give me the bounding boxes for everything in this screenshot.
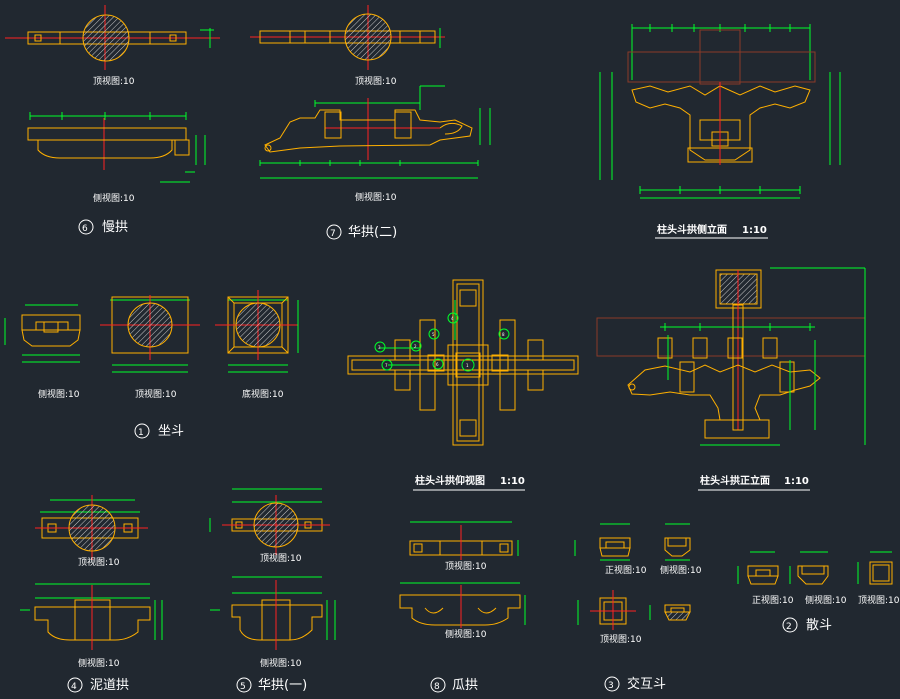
plan-bubble-6 bbox=[432, 358, 444, 370]
nidaogong-side-label: 侧视图:10 bbox=[78, 657, 120, 669]
zuodou-number: 1 bbox=[138, 428, 144, 438]
jiaohudou-views bbox=[574, 523, 691, 630]
guagong-side-view bbox=[399, 582, 526, 628]
plan-bubble-4 bbox=[447, 312, 459, 324]
plan-bubble-labels: 1 2 3 4 5 6 7 8 bbox=[378, 316, 505, 368]
jiaohudou-front-label: 正视图:10 bbox=[605, 564, 647, 576]
jiaohudou-side-label: 侧视图:10 bbox=[660, 564, 702, 576]
zuodou-side-label: 侧视图:10 bbox=[38, 388, 80, 400]
nidaogong-title: 4 泥道拱 bbox=[67, 677, 129, 693]
side-elevation-title: 柱头斗拱侧立面 1:10 bbox=[655, 223, 768, 239]
guagong-side-label: 侧视图:10 bbox=[445, 628, 487, 640]
jiaohudou-top-label: 顶视图:10 bbox=[600, 633, 642, 645]
jiaohudou-title: 3 交互斗 bbox=[604, 676, 666, 692]
sandou-views bbox=[737, 551, 893, 585]
plan-bubble-5 bbox=[428, 328, 440, 340]
sandou-number: 2 bbox=[786, 622, 792, 632]
plan-bubble-5-label: 5 bbox=[432, 332, 435, 337]
manggong-top-label: 顶视图:10 bbox=[93, 75, 135, 87]
jiaohudou-title-text: 交互斗 bbox=[627, 676, 666, 692]
guagong-top-label: 顶视图:10 bbox=[445, 560, 487, 572]
plan-bubble-7 bbox=[381, 359, 393, 371]
guagong-title-text: 瓜拱 bbox=[452, 678, 478, 693]
plan-bubble-2-label: 2 bbox=[414, 344, 417, 349]
plan-bubble-1-label: 1 bbox=[466, 363, 469, 368]
plan-title: 柱头斗拱仰视图 1:10 bbox=[413, 474, 525, 491]
zuodou-side-view bbox=[4, 304, 81, 363]
plan-bubble-8-label: 8 bbox=[502, 332, 505, 337]
zuodou-top-label: 顶视图:10 bbox=[135, 388, 177, 400]
jiaohudou-number: 3 bbox=[608, 681, 614, 691]
sandou-front-label: 正视图:10 bbox=[752, 594, 794, 606]
huagong1-number: 5 bbox=[240, 682, 246, 692]
plan-title-text: 柱头斗拱仰视图 bbox=[415, 474, 485, 487]
huagong2-side-label: 侧视图:10 bbox=[355, 191, 397, 203]
manggong-title: 6 慢拱 bbox=[78, 219, 128, 235]
huagong1-title: 5 华拱(一) bbox=[236, 677, 307, 693]
front-elevation-title: 柱头斗拱正立面 1:10 bbox=[698, 474, 810, 491]
nidaogong-side-view bbox=[20, 583, 163, 650]
huagong1-top-view bbox=[209, 488, 330, 555]
plan-bubbles bbox=[374, 312, 510, 372]
guagong-title: 8 瓜拱 bbox=[430, 677, 478, 693]
plan-scale: 1:10 bbox=[500, 476, 525, 487]
zuodou-bottom-label: 底视图:10 bbox=[242, 388, 284, 400]
plan-view bbox=[347, 279, 579, 446]
sandou-title: 2 散斗 bbox=[782, 617, 832, 633]
manggong-title-text: 慢拱 bbox=[102, 219, 128, 235]
huagong1-top-label: 顶视图:10 bbox=[260, 552, 302, 564]
manggong-side-view bbox=[27, 112, 206, 183]
nidaogong-title-text: 泥道拱 bbox=[90, 678, 129, 693]
guagong-number: 8 bbox=[434, 682, 440, 692]
nidaogong-top-label: 顶视图:10 bbox=[78, 556, 120, 568]
side-elevation-title-text: 柱头斗拱侧立面 bbox=[657, 223, 727, 236]
sandou-side-label: 侧视图:10 bbox=[805, 594, 847, 606]
guagong-top-view bbox=[409, 521, 519, 560]
side-elevation bbox=[599, 24, 841, 199]
nidaogong-top-view bbox=[35, 495, 148, 560]
plan-bubble-3-label: 3 bbox=[378, 345, 381, 350]
plan-bubble-7-label: 7 bbox=[385, 363, 388, 368]
plan-bubble-4-label: 4 bbox=[451, 316, 454, 321]
zuodou-title-text: 坐斗 bbox=[158, 424, 184, 439]
sandou-title-text: 散斗 bbox=[806, 618, 832, 633]
zuodou-bottom-view bbox=[215, 290, 299, 373]
huagong2-side-view bbox=[259, 85, 491, 179]
huagong2-top-label: 顶视图:10 bbox=[355, 75, 397, 87]
plan-bubble-1 bbox=[461, 358, 475, 372]
huagong1-side-view bbox=[210, 576, 336, 650]
huagong1-title-text: 华拱(一) bbox=[258, 678, 307, 693]
plan-bubble-2 bbox=[410, 340, 422, 352]
side-elevation-scale: 1:10 bbox=[742, 225, 767, 236]
manggong-top-view bbox=[5, 5, 220, 70]
front-elevation bbox=[596, 267, 866, 446]
plan-bubble-6-label: 6 bbox=[436, 362, 439, 367]
plan-bubble-3 bbox=[374, 341, 386, 353]
nidaogong-number: 4 bbox=[71, 682, 77, 692]
huagong2-top-view bbox=[250, 5, 445, 70]
huagong2-title: 7 华拱(二) bbox=[326, 224, 397, 240]
zuodou-top-view bbox=[100, 295, 200, 373]
zuodou-title: 1 坐斗 bbox=[134, 423, 184, 439]
sandou-top-label: 顶视图:10 bbox=[858, 594, 900, 606]
huagong2-number: 7 bbox=[330, 229, 336, 239]
manggong-side-label: 侧视图:10 bbox=[93, 192, 135, 204]
front-elevation-title-text: 柱头斗拱正立面 bbox=[700, 474, 770, 487]
plan-bubble-8 bbox=[498, 328, 510, 340]
huagong1-side-label: 侧视图:10 bbox=[260, 657, 302, 669]
huagong2-title-text: 华拱(二) bbox=[348, 225, 397, 240]
manggong-number: 6 bbox=[82, 224, 88, 234]
front-elevation-scale: 1:10 bbox=[784, 476, 809, 487]
